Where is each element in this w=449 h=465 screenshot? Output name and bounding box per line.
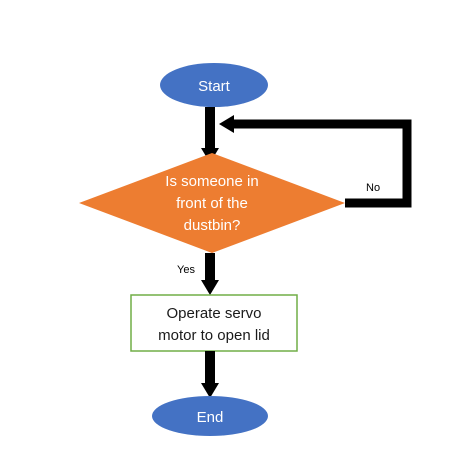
decision-label-line-3: dustbin? — [184, 217, 241, 234]
yes-branch-label: Yes — [177, 264, 195, 276]
arrowhead-decision-to-process — [201, 280, 219, 295]
process-label-line-1: Operate servo — [166, 305, 261, 322]
start-terminal — [160, 63, 268, 107]
no-branch-label: No — [366, 182, 380, 194]
end-label: End — [197, 409, 224, 426]
decision-diamond — [79, 153, 345, 253]
no-loop-arrowhead — [219, 115, 234, 133]
process-label-line-2: motor to open lid — [158, 327, 270, 344]
arrowhead-process-to-end — [201, 383, 219, 398]
process-box — [130, 294, 298, 352]
no-loop-connector — [230, 119, 412, 208]
decision-label-line-1: Is someone in — [165, 173, 258, 190]
decision-label-line-2: front of the — [176, 195, 248, 212]
end-terminal — [152, 396, 268, 436]
start-label: Start — [198, 78, 231, 95]
